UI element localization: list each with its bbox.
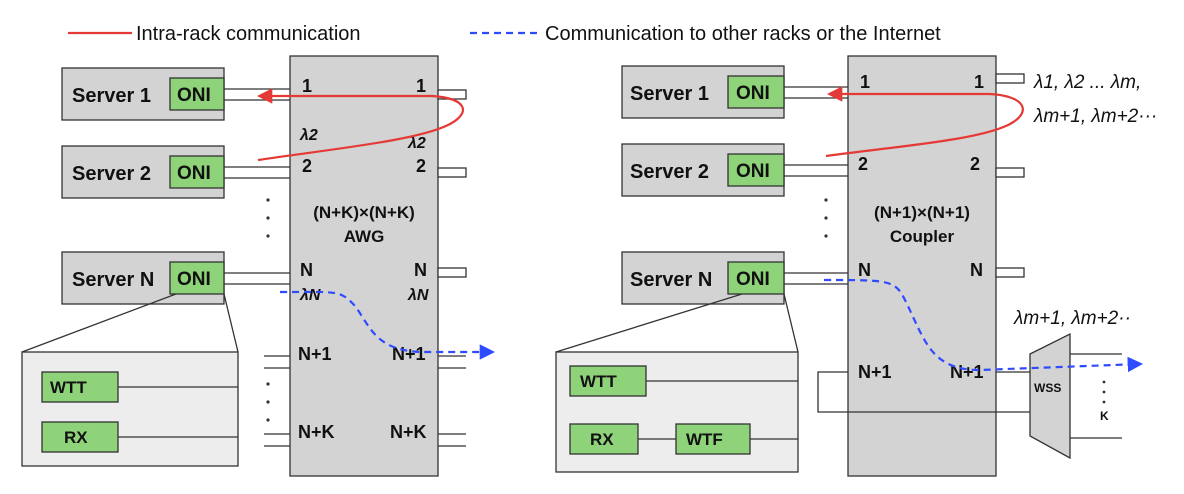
wtt-label: WTT (580, 372, 617, 391)
wss-block (1029, 332, 1071, 460)
server-2-label: Server 2 (630, 161, 709, 183)
wavelength-list-top-2: λm+1, λm+2··· (1033, 106, 1157, 127)
port-label-2-left: 2 (302, 156, 312, 176)
oni-n (169, 261, 225, 295)
coupler-title-line1: (N+1)×(N+1) (874, 203, 970, 222)
legend: Intra-rack communication Communication t… (68, 23, 941, 45)
k-label: K (1100, 409, 1109, 423)
port-label-n1-left: N+1 (858, 362, 892, 382)
oni-1-label: ONI (736, 83, 770, 104)
wavelength-list-top-1: λ1, λ2 ... λm, (1033, 72, 1141, 93)
oni-n (727, 261, 785, 295)
wtt-module (569, 365, 647, 397)
server-1-label: Server 1 (630, 83, 709, 105)
callout-line (223, 293, 239, 353)
port-label-n1-right: N+1 (950, 362, 984, 382)
port-label-2-right: 2 (416, 156, 426, 176)
awg-title-line2: AWG (344, 227, 385, 246)
intra-rack-path (825, 86, 1024, 158)
port-stub (995, 267, 1025, 278)
coupler-title-line2: Coupler (890, 227, 955, 246)
port-label-n1-left: N+1 (298, 344, 332, 364)
ellipsis-dots (1102, 380, 1106, 404)
wss-label: WSS (1034, 381, 1061, 395)
port-label-n-left: N (300, 260, 313, 280)
port-label-n-right: N (414, 260, 427, 280)
port-label-1-right: 1 (974, 72, 984, 92)
lambda-2-right: λ2 (407, 135, 426, 152)
coupler-fabric (847, 55, 997, 477)
port-stub (995, 73, 1025, 84)
oni-2-label: ONI (736, 161, 770, 182)
oni-2 (727, 153, 785, 187)
rx-label: RX (590, 430, 614, 449)
port-label-2-right: 2 (970, 154, 980, 174)
left-diagram: Server 1 ONI Server 2 ONI Server N ONI 1… (21, 55, 496, 477)
port-label-1-left: 1 (860, 72, 870, 92)
wtt-label: WTT (50, 378, 87, 397)
inter-rack-path (823, 278, 1144, 373)
server-2-label: Server 2 (72, 163, 151, 185)
port-stub (437, 167, 467, 178)
port-stub (995, 167, 1025, 178)
awg-title-line1: (N+K)×(N+K) (313, 203, 415, 222)
wtf-label: WTF (686, 430, 723, 449)
server-n-label: Server N (630, 269, 712, 291)
port-label-nk-left: N+K (298, 422, 335, 442)
loopback-wire (817, 371, 1030, 413)
callout-line (783, 293, 799, 353)
port-label-2-left: 2 (858, 154, 868, 174)
wavelength-list-mid: λm+1, λm+2·· (1013, 308, 1131, 329)
oni-2-label: ONI (177, 163, 211, 184)
server-n-label: Server N (72, 269, 154, 291)
oni-1 (169, 77, 225, 111)
oni-1 (727, 75, 785, 109)
port-stub (437, 267, 467, 278)
port-label-1-right: 1 (416, 76, 426, 96)
intra-rack-path (256, 88, 464, 162)
lambda-2-left: λ2 (299, 127, 318, 144)
oni-n-label: ONI (177, 269, 211, 290)
oni-2 (169, 155, 225, 189)
port-label-n-left: N (858, 260, 871, 280)
port-label-nk-right: N+K (390, 422, 427, 442)
ellipsis-dots (824, 198, 828, 238)
port-label-n1-right: N+1 (392, 344, 426, 364)
oni-n-label: ONI (736, 269, 770, 290)
inter-rack-path (279, 290, 496, 360)
legend-inter-label: Communication to other racks or the Inte… (545, 23, 941, 45)
oni-1-label: ONI (177, 85, 211, 106)
lambda-n-left: λN (299, 287, 321, 304)
callout-line (555, 293, 743, 353)
lambda-n-right: λN (407, 287, 429, 304)
rx-module (41, 421, 119, 453)
port-label-n-right: N (970, 260, 983, 280)
server-1-label: Server 1 (72, 85, 151, 107)
callout-line (21, 293, 177, 353)
port-label-1-left: 1 (302, 76, 312, 96)
ellipsis-dots (266, 198, 270, 422)
awg-fabric (289, 55, 439, 477)
legend-intra-label: Intra-rack communication (136, 23, 361, 45)
right-diagram: Server 1 ONI Server 2 ONI Server N ONI 1… (555, 55, 1157, 477)
rx-label: RX (64, 428, 88, 447)
